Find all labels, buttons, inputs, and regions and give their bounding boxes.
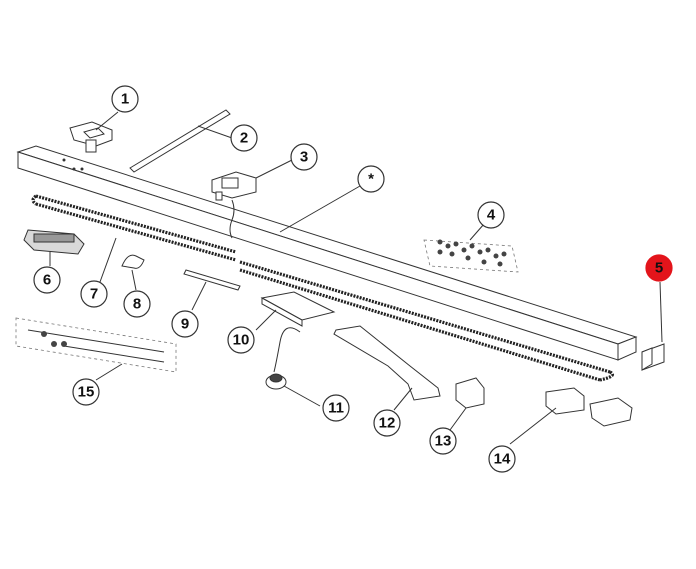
svg-text:3: 3	[300, 149, 308, 166]
part-4-hardware-kit	[423, 239, 519, 273]
svg-text:6: 6	[43, 272, 51, 289]
callout-6: 6	[33, 266, 61, 294]
part-2-hanging-strap	[129, 109, 231, 173]
callout-4: 4	[477, 201, 505, 229]
svg-text:9: 9	[181, 316, 189, 333]
callout-10: 10	[227, 326, 255, 354]
svg-text:10: 10	[233, 332, 250, 349]
callout-7: 7	[80, 280, 108, 308]
callout-9: 9	[171, 310, 199, 338]
svg-text:11: 11	[328, 400, 344, 417]
callout-3: 3	[290, 143, 318, 171]
svg-text:4: 4	[487, 207, 496, 224]
callout-8: 8	[123, 290, 151, 318]
svg-text:5: 5	[655, 260, 663, 277]
part-15-rod-kit	[15, 317, 177, 373]
leader-lines	[49, 111, 663, 445]
callout-15: 15	[72, 378, 100, 406]
svg-text:1: 1	[121, 91, 129, 108]
svg-text:2: 2	[240, 130, 248, 147]
callout-2: 2	[230, 124, 258, 152]
part-5-end-bracket	[641, 343, 665, 371]
callout-1: 1	[111, 85, 139, 113]
svg-text:7: 7	[90, 286, 98, 303]
part-11-release-cord	[265, 327, 301, 390]
svg-text:8: 8	[133, 296, 141, 313]
chain	[31, 194, 614, 382]
part-3-bracket	[211, 171, 257, 201]
part-6-carriage	[23, 229, 85, 255]
svg-text:15: 15	[78, 384, 95, 401]
callout-14: 14	[488, 445, 516, 473]
part-14-safety-sensors	[545, 387, 633, 427]
svg-text:14: 14	[494, 451, 511, 468]
callout-5: 5	[645, 254, 673, 282]
rail	[16, 145, 638, 361]
part-8-hook	[121, 254, 145, 269]
part-12-door-arm	[333, 325, 441, 401]
svg-text:12: 12	[379, 415, 396, 432]
part-1-header-bracket	[69, 121, 113, 153]
part-13-door-bracket	[455, 377, 485, 409]
callout-13: 13	[429, 427, 457, 455]
callout-star: *	[357, 165, 385, 193]
svg-text:13: 13	[435, 433, 452, 450]
callout-12: 12	[373, 409, 401, 437]
callout-11: 11	[322, 394, 350, 422]
svg-text:*: *	[368, 171, 374, 188]
part-10-plate	[260, 291, 336, 327]
part-9-strip	[183, 269, 241, 291]
